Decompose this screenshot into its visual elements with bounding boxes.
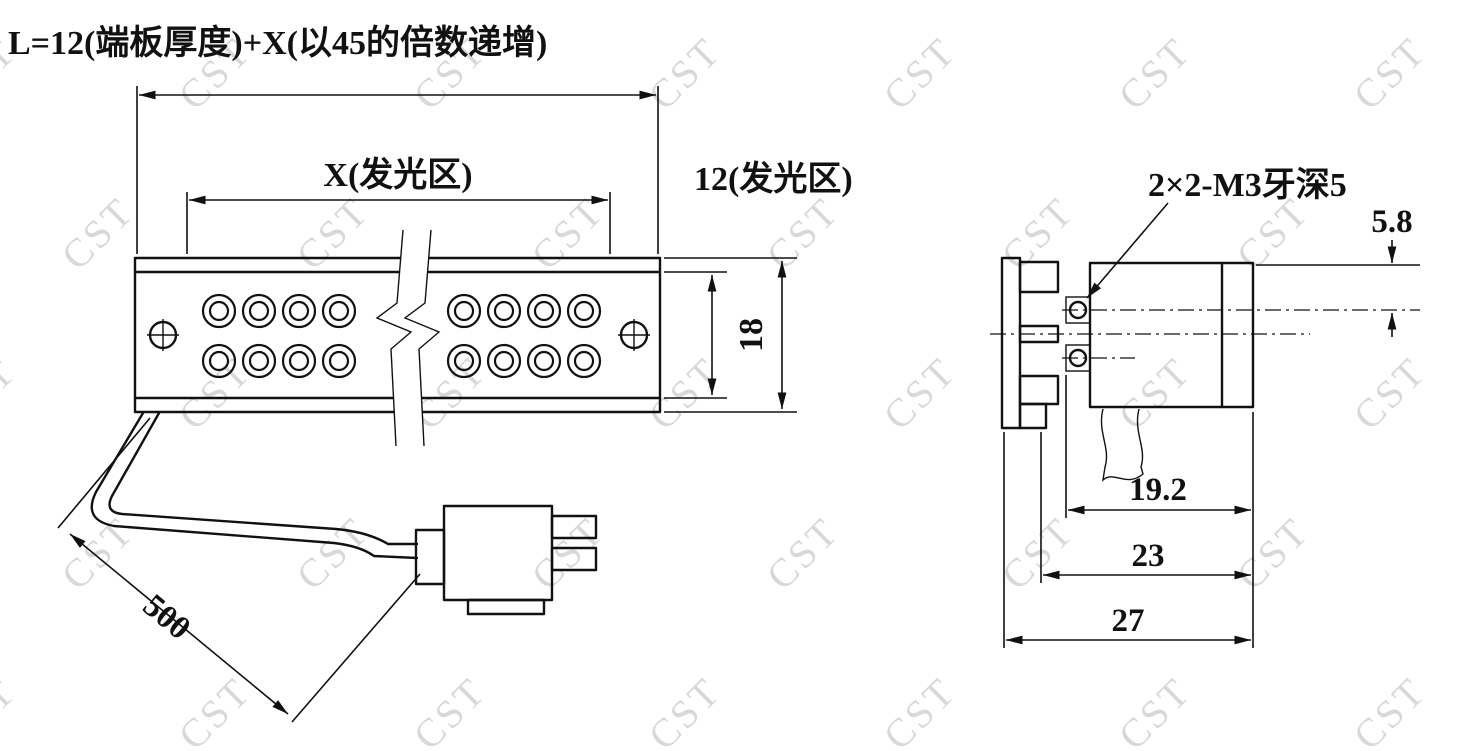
watermark-text: CST [875,668,965,751]
connector [414,504,598,616]
watermark-text: CST [993,508,1083,598]
dimensions-section: 2×2-M3牙深5 5.8 19.2 23 27 [1003,166,1420,648]
watermark-text: CST [405,668,495,751]
watermark-text: CST [640,28,730,118]
mounting-hole-left [147,319,179,351]
watermark-text: CST [288,508,378,598]
watermark-text: CST [1110,668,1200,751]
dim-screw-note: 2×2-M3牙深5 [1148,166,1347,204]
extension-line [291,573,421,723]
profile-extrusion [1000,256,1060,430]
watermark-text: CST [523,508,613,598]
watermark-text: CST [875,348,965,438]
watermark-text: CST [758,188,848,278]
dim-27-label: 27 [1112,603,1145,639]
watermark-text: CST [1228,508,1318,598]
module-body [1088,261,1255,409]
watermark-text: CST [170,348,260,438]
watermark-text: CST [758,508,848,598]
watermark-text: CST [1110,348,1200,438]
watermark-text: CST [993,188,1083,278]
dim-12-label: 12(发光区) [694,160,853,198]
watermark-text: CST [523,188,613,278]
watermark-text: CST [53,508,143,598]
watermark-text: CST [875,28,965,118]
dim-x-area-label: X(发光区) [323,156,472,194]
dim-18-label: 18 [733,318,770,352]
cable-stub [1100,408,1144,482]
watermark-text: CST [1345,348,1435,438]
watermark-text: CST [1345,668,1435,751]
dimension-line-500 [69,533,289,715]
watermark-text: CST [0,668,25,751]
watermark-text: CST [0,348,25,438]
watermark-text: CST [1110,28,1200,118]
watermark-text: CST [1345,28,1435,118]
mounting-hole-right [618,319,650,351]
watermark-text: CST [640,348,730,438]
break-symbol [375,229,441,447]
section-view [990,256,1420,482]
dim-length-formula: L=12(端板厚度)+X(以45的倍数递增) [8,24,547,62]
led-array [201,293,602,379]
leader-line-screw-note [1086,202,1169,299]
cable [90,411,419,560]
watermark-text: CST [170,668,260,751]
watermark-text: CST [53,188,143,278]
watermark-text: CST [288,188,378,278]
extension-line [57,417,151,529]
watermark-text: CST [640,668,730,751]
dim-23-label: 23 [1132,538,1165,574]
dim-192-label: 19.2 [1129,472,1187,508]
dim-58-label: 5.8 [1371,204,1412,240]
watermark-layer: CST CST CST CST CST CST CST CST CST CST CST CST CST C… [0,28,1465,751]
